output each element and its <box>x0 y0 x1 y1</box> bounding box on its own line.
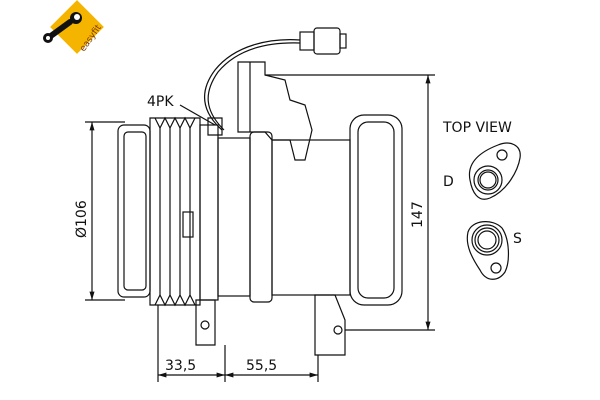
suction-label: S <box>513 231 522 247</box>
discharge-port <box>468 142 521 200</box>
body-dimension-label: 55,5 <box>246 358 277 374</box>
diameter-label: Ø106 <box>74 200 90 238</box>
top-view-label: TOP VIEW <box>442 120 512 136</box>
electrical-connector <box>203 27 347 131</box>
belt-label: 4PK <box>147 94 174 110</box>
pulley <box>117 116 201 307</box>
easyfit-logo: easyfit <box>43 0 104 54</box>
front-dimension-label: 33,5 <box>165 358 196 374</box>
height-label: 147 <box>410 201 426 228</box>
dimensions <box>85 74 435 382</box>
suction-port <box>466 221 509 280</box>
compressor-body <box>195 61 403 356</box>
discharge-label: D <box>443 174 454 190</box>
